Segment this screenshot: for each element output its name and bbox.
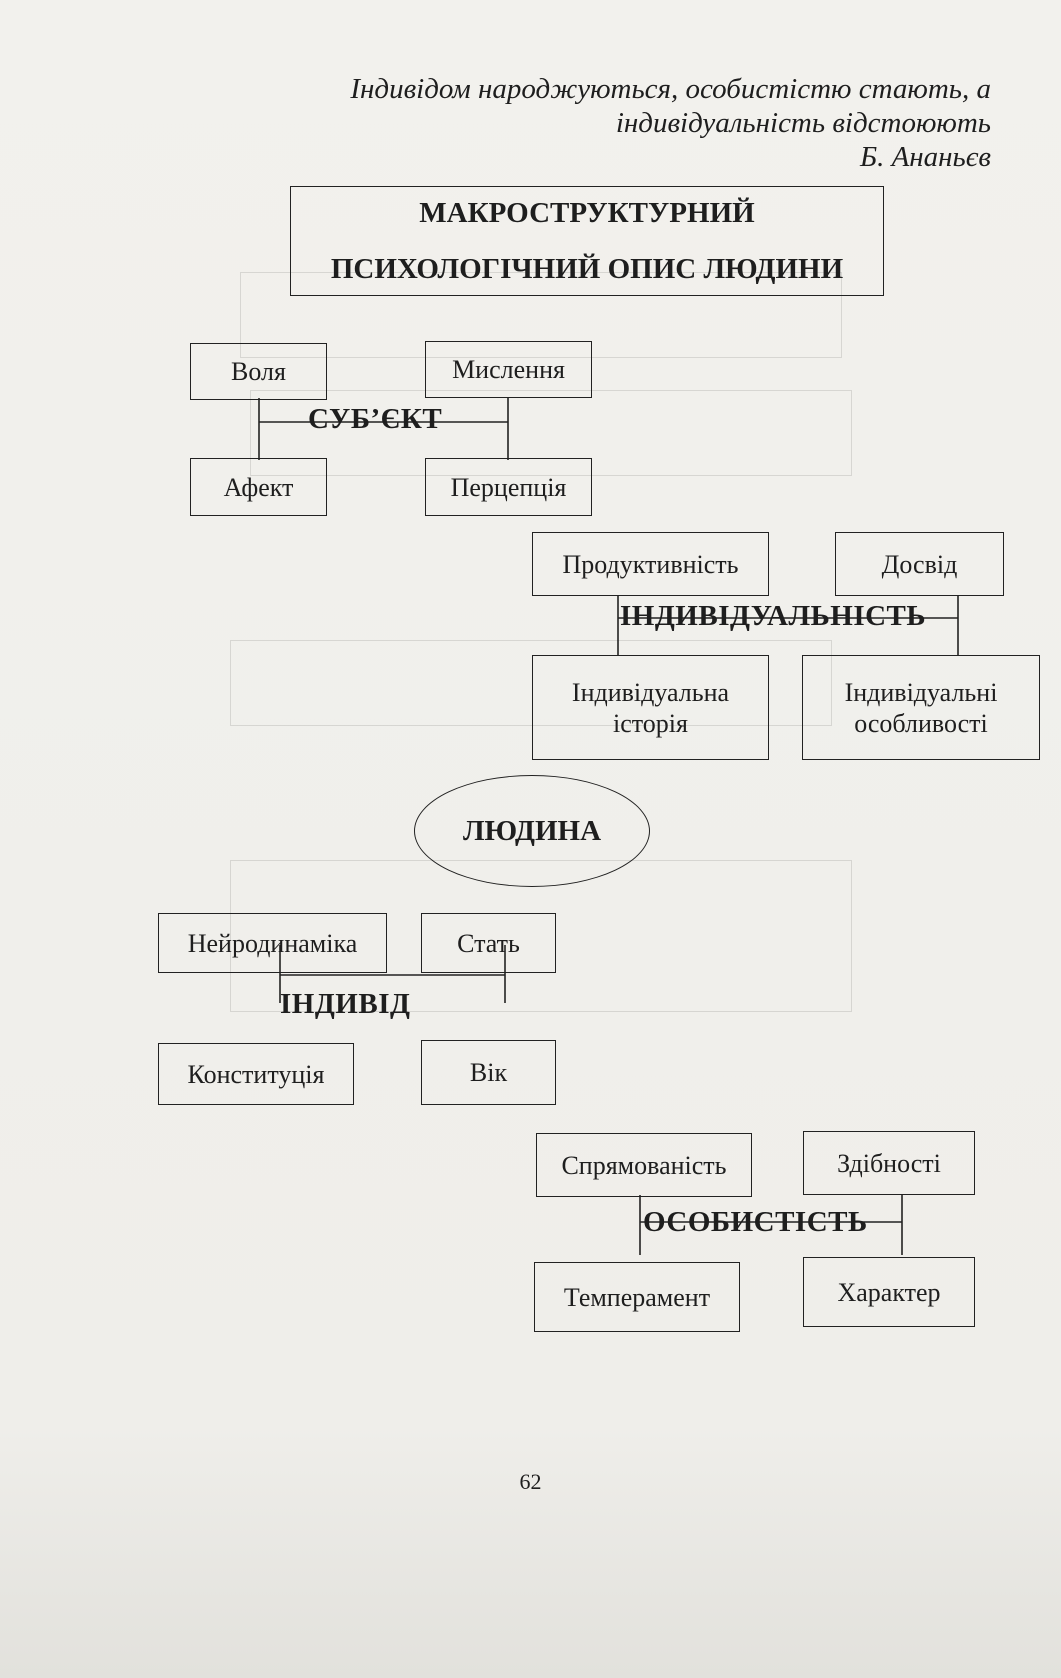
subject-item-thinking: Мислення: [425, 341, 592, 398]
personality-item-character: Характер: [803, 1257, 975, 1327]
subject-item-will: Воля: [190, 343, 327, 400]
subject-label: СУБ’ЄКТ: [308, 403, 443, 435]
individual-item-neurodynamics-label: Нейродинаміка: [187, 928, 358, 958]
individuality-item-productivity: Продуктивність: [532, 532, 769, 596]
diagram-title-line-2: ПСИХОЛОГІЧНИЙ ОПИС ЛЮДИНИ: [330, 253, 844, 285]
epigraph: Індивідом народжуються, особистістю стаю…: [350, 72, 991, 174]
subject-item-perception: Перцепція: [425, 458, 592, 516]
epigraph-line-2: індивідуальність відстоюють: [615, 107, 991, 139]
epigraph-author: Б. Ананьєв: [859, 141, 991, 173]
individual-item-constitution-label: Конституція: [187, 1059, 325, 1089]
personality-label: ОСОБИСТІСТЬ: [643, 1206, 868, 1238]
individuality-label: ІНДИВІДУАЛЬНІСТЬ: [620, 600, 927, 632]
personality-item-temperament: Темперамент: [534, 1262, 740, 1332]
subject-item-perception-label: Перцепція: [450, 472, 567, 502]
subject-item-thinking-label: Мислення: [452, 355, 565, 384]
individuality-item-experience: Досвід: [835, 532, 1004, 596]
page-number: 62: [519, 1469, 542, 1494]
individual-item-age: Вік: [421, 1040, 556, 1105]
individual-item-sex-label: Стать: [457, 928, 520, 958]
bleed-through-box: [250, 390, 852, 476]
individual-item-sex: Стать: [421, 913, 556, 973]
personality-item-temperament-label: Темперамент: [563, 1282, 711, 1312]
personality-item-character-label: Характер: [837, 1277, 941, 1307]
individual-item-age-label: Вік: [469, 1058, 508, 1087]
diagram-title-box: МАКРОСТРУКТУРНИЙ ПСИХОЛОГІЧНИЙ ОПИС ЛЮДИ…: [290, 186, 884, 296]
personality-item-orientation: Спрямованість: [536, 1133, 752, 1197]
subject-item-will-label: Воля: [231, 357, 286, 386]
diagram-title-line-1: МАКРОСТРУКТУРНИЙ: [419, 197, 755, 229]
individuality-item-history: Індивідуальна історія: [532, 655, 769, 760]
epigraph-line-1: Індивідом народжуються, особистістю стаю…: [350, 73, 991, 105]
bleed-through-box: [230, 640, 832, 726]
individuality-item-features: Індивідуальні особливості: [802, 655, 1040, 760]
personality-item-abilities: Здібності: [803, 1131, 975, 1195]
personality-item-abilities-label: Здібності: [837, 1148, 941, 1178]
subject-item-affect-label: Афект: [223, 472, 294, 502]
individual-item-constitution: Конституція: [158, 1043, 354, 1105]
individuality-item-productivity-label: Продуктивність: [562, 549, 739, 579]
individual-label: ІНДИВІД: [280, 988, 411, 1020]
individuality-item-experience-label: Досвід: [881, 549, 958, 579]
human-ellipse: ЛЮДИНА: [414, 775, 650, 887]
subject-item-affect: Афект: [190, 458, 327, 516]
bleed-through-box: [240, 272, 842, 358]
personality-item-orientation-label: Спрямованість: [561, 1150, 727, 1180]
human-label: ЛЮДИНА: [462, 814, 602, 847]
individuality-item-history-label: Індивідуальна історія: [571, 677, 730, 738]
individuality-item-features-label: Індивідуальні особливості: [844, 677, 998, 738]
individual-item-neurodynamics: Нейродинаміка: [158, 913, 387, 973]
